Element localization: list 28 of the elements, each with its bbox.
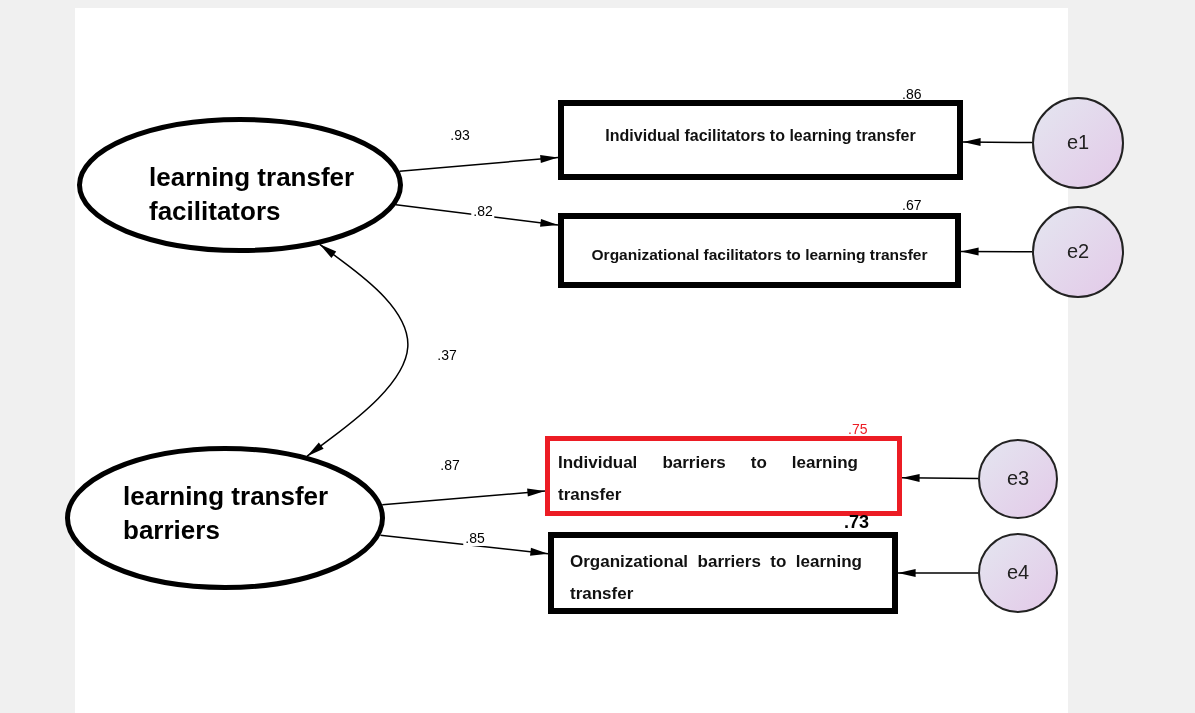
path-coefficient: .87 bbox=[438, 457, 462, 473]
arrow bbox=[962, 138, 1033, 147]
error-term-label: e3 bbox=[1005, 467, 1031, 490]
arrow bbox=[381, 488, 546, 506]
r-squared-value: .67 bbox=[902, 197, 922, 213]
path-coefficient: .82 bbox=[471, 203, 495, 219]
arrow bbox=[901, 474, 979, 482]
latent-variable-label: learning transfer barriers bbox=[123, 480, 330, 547]
indicator-label: Organizational facilitators to learning transfer bbox=[590, 245, 929, 265]
arrow bbox=[960, 247, 1033, 256]
path-coefficient: .37 bbox=[435, 347, 459, 363]
r-squared-value: .75 bbox=[848, 421, 868, 437]
r-squared-value: .73 bbox=[844, 512, 870, 533]
arrow bbox=[897, 569, 979, 577]
error-term-label: e1 bbox=[1065, 131, 1091, 154]
covariance-arrow bbox=[306, 243, 409, 457]
indicator-label: Individual barriers to learning transfer bbox=[558, 452, 858, 506]
r-squared-value: .86 bbox=[902, 86, 922, 102]
arrow bbox=[379, 534, 549, 556]
indicator-label: Organizational barriers to learning transfer bbox=[570, 551, 862, 605]
path-coefficient: .93 bbox=[448, 127, 472, 143]
latent-variable-label: learning transfer facilitators bbox=[149, 161, 356, 228]
error-term-label: e2 bbox=[1065, 240, 1091, 263]
indicator-label: Individual facilitators to learning transfer bbox=[604, 126, 917, 146]
path-coefficient: .85 bbox=[463, 530, 487, 546]
error-term-label: e4 bbox=[1005, 561, 1031, 584]
arrow bbox=[398, 155, 559, 172]
arrow bbox=[395, 203, 559, 227]
